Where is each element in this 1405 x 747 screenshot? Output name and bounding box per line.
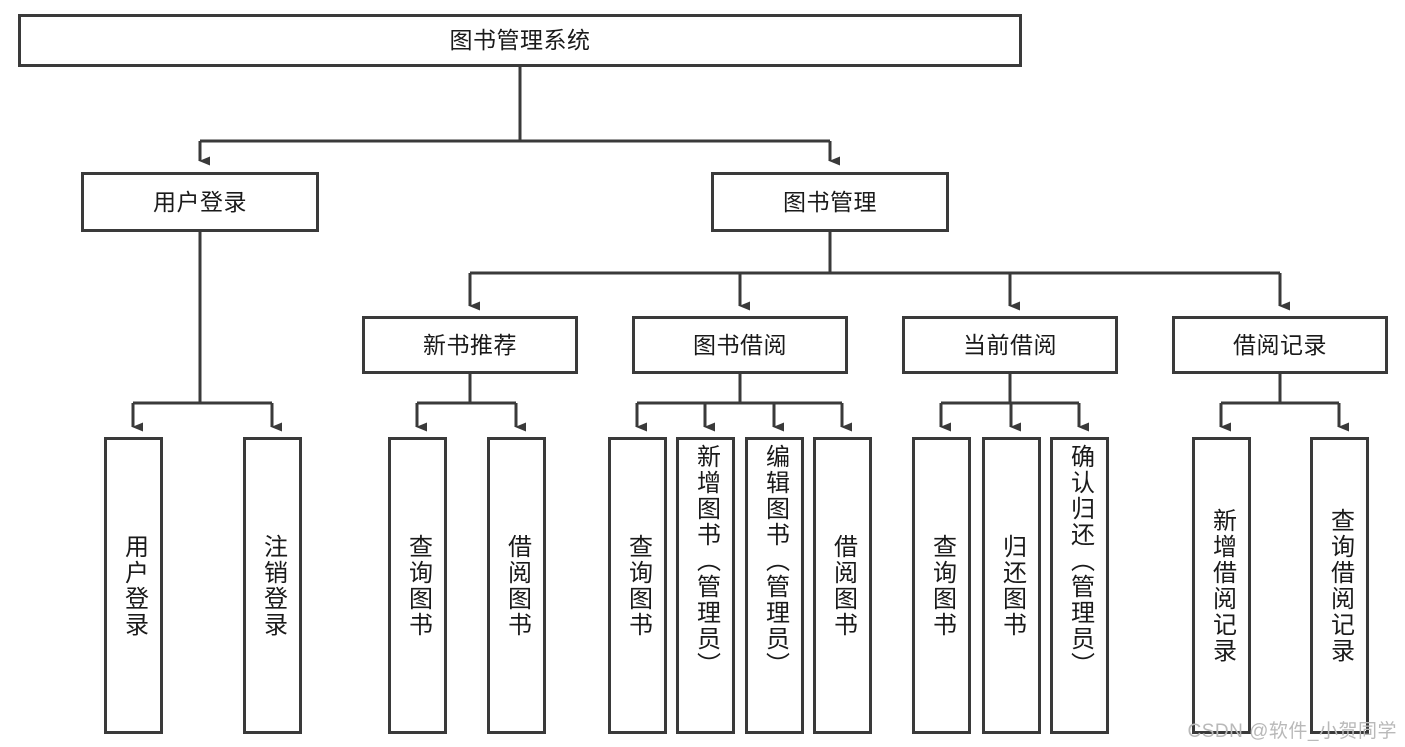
node-current-borrow[interactable]: 当前借阅 xyxy=(902,316,1118,374)
leaf-query-book-borrow[interactable]: 查询图书 xyxy=(608,437,667,734)
leaf-add-book-admin[interactable]: 新增图书（管理员） xyxy=(676,437,735,734)
leaf-return-book[interactable]: 归还图书 xyxy=(982,437,1041,734)
leaf-query-book-current-label: 查询图书 xyxy=(928,533,956,638)
leaf-query-book-borrow-label: 查询图书 xyxy=(624,533,652,638)
leaf-edit-book-admin-label: 编辑图书（管理员） xyxy=(761,444,789,678)
leaf-query-borrow-record-label: 查询借阅记录 xyxy=(1326,507,1354,664)
node-root-label: 图书管理系统 xyxy=(449,27,591,54)
leaf-borrow-book[interactable]: 借阅图书 xyxy=(813,437,872,734)
leaf-logout-label: 注销登录 xyxy=(259,533,287,638)
node-new-book-recommend[interactable]: 新书推荐 xyxy=(362,316,578,374)
leaf-borrow-book-recommend[interactable]: 借阅图书 xyxy=(487,437,546,734)
node-current-borrow-label: 当前借阅 xyxy=(963,331,1057,358)
leaf-query-book-recommend-label: 查询图书 xyxy=(404,533,432,638)
node-borrow-records-label: 借阅记录 xyxy=(1233,331,1327,358)
node-book-management[interactable]: 图书管理 xyxy=(711,172,949,232)
node-new-book-recommend-label: 新书推荐 xyxy=(423,331,517,358)
leaf-return-book-label: 归还图书 xyxy=(998,533,1026,638)
leaf-query-book-current[interactable]: 查询图书 xyxy=(912,437,971,734)
node-borrow-records[interactable]: 借阅记录 xyxy=(1172,316,1388,374)
node-user-login[interactable]: 用户登录 xyxy=(81,172,319,232)
leaf-confirm-return-admin-label: 确认归还（管理员） xyxy=(1066,444,1094,678)
node-user-login-label: 用户登录 xyxy=(153,188,247,215)
leaf-borrow-book-recommend-label: 借阅图书 xyxy=(503,533,531,638)
leaf-borrow-book-label: 借阅图书 xyxy=(829,533,857,638)
leaf-add-borrow-record[interactable]: 新增借阅记录 xyxy=(1192,437,1251,734)
node-book-borrow[interactable]: 图书借阅 xyxy=(632,316,848,374)
node-book-borrow-label: 图书借阅 xyxy=(693,331,787,358)
node-book-management-label: 图书管理 xyxy=(783,188,877,215)
leaf-user-login-label: 用户登录 xyxy=(120,533,148,638)
leaf-confirm-return-admin[interactable]: 确认归还（管理员） xyxy=(1050,437,1109,734)
watermark-text: CSDN @软件_小贺同学 xyxy=(1187,721,1397,742)
leaf-query-borrow-record[interactable]: 查询借阅记录 xyxy=(1310,437,1369,734)
node-root[interactable]: 图书管理系统 xyxy=(18,14,1022,67)
leaf-add-borrow-record-label: 新增借阅记录 xyxy=(1208,507,1236,664)
leaf-query-book-recommend[interactable]: 查询图书 xyxy=(388,437,447,734)
leaf-edit-book-admin[interactable]: 编辑图书（管理员） xyxy=(745,437,804,734)
leaf-user-login[interactable]: 用户登录 xyxy=(104,437,163,734)
leaf-logout[interactable]: 注销登录 xyxy=(243,437,302,734)
leaf-add-book-admin-label: 新增图书（管理员） xyxy=(692,444,720,678)
